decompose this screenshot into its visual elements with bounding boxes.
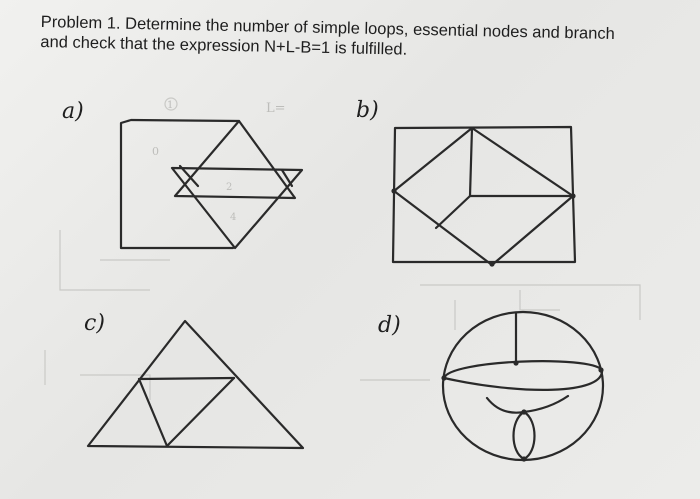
figure-a-mark-1: 1 <box>167 100 173 111</box>
figure-a-label: a) <box>62 99 84 124</box>
figure-a-mark-2: 0 <box>152 145 159 158</box>
faint-background-marks <box>44 230 641 400</box>
figure-a: a) L= 1 0 2 4 <box>62 97 304 250</box>
figure-c: c) <box>84 311 305 450</box>
figure-a-mark-4: 4 <box>230 212 236 223</box>
figure-a-note: L= <box>266 101 286 116</box>
figure-d-label: d) <box>378 313 401 338</box>
figure-a-mark-3: 2 <box>226 182 232 193</box>
figure-d: d) <box>378 310 605 462</box>
figure-b: b) <box>356 98 577 267</box>
figure-b-label: b) <box>356 98 379 123</box>
figure-c-label: c) <box>84 311 105 336</box>
